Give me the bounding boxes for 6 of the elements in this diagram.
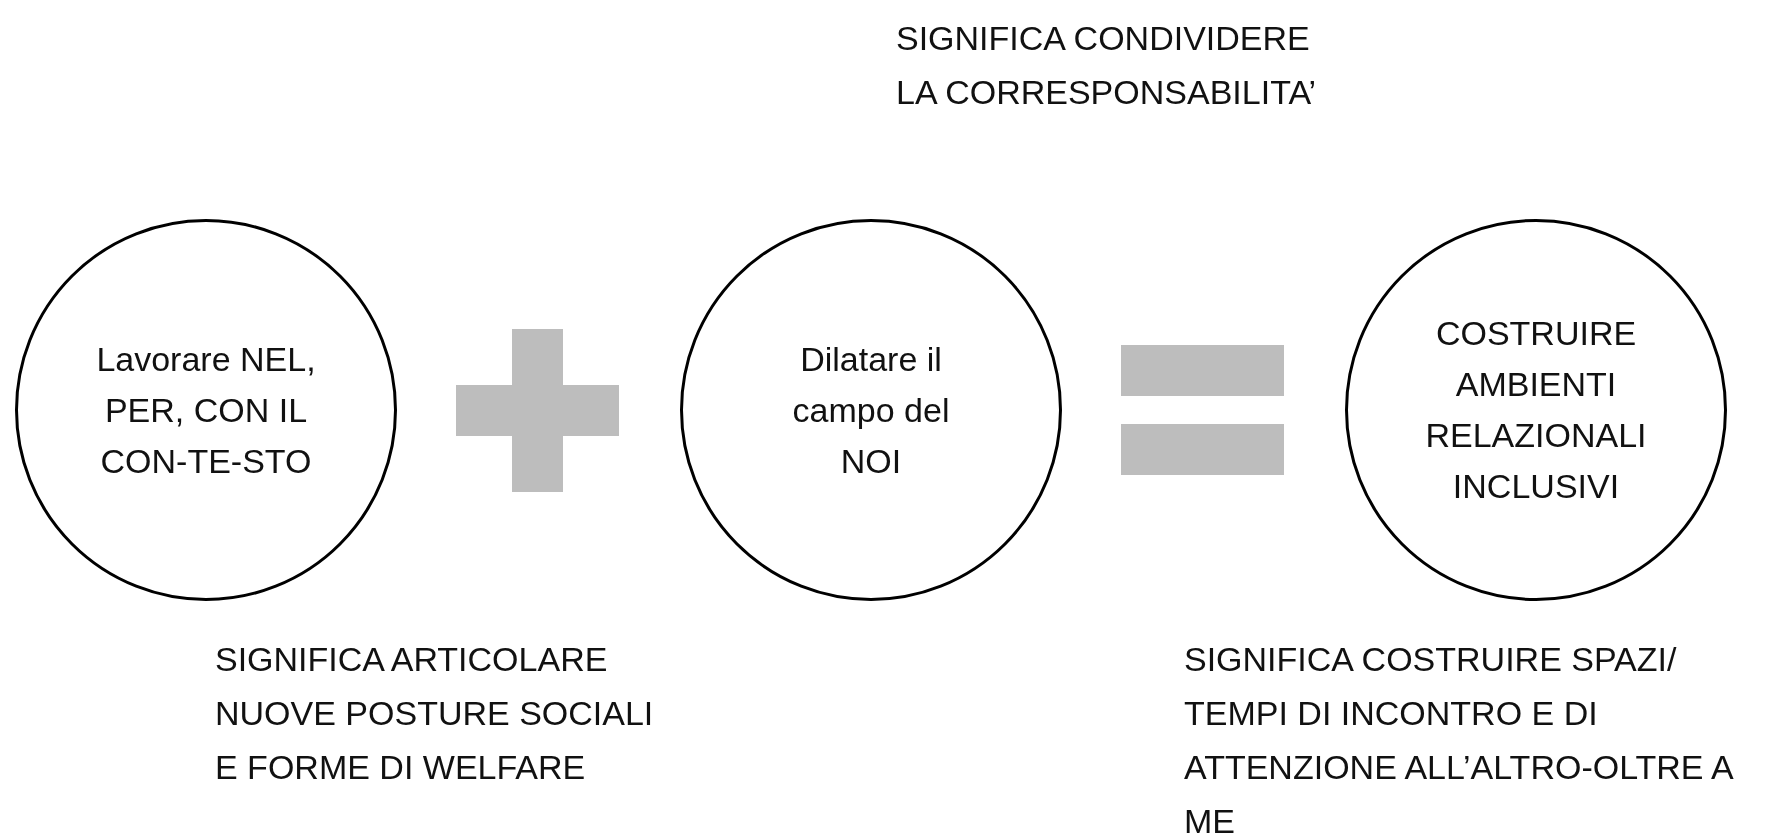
caption-text: SIGNIFICA ARTICOLARE NUOVE POSTURE SOCIALI E FORME DI WELFARE: [215, 639, 655, 788]
caption-text: SIGNIFICA CONDIVIDERE LA CORRESPONSABILITA’: [896, 18, 1318, 113]
caption-text: SIGNIFICA COSTRUIRE SPAZI/ TEMPI DI INCONTRO E DI ATTENZIONE ALL’ALTRO-OLTRE A ME: [1184, 639, 1734, 838]
node-label: COSTRUIRE AMBIENTI RELAZIONALI INCLUSIVI: [1424, 313, 1648, 507]
node-label: Lavorare NEL, PER, CON IL CON-TE-STO: [95, 338, 317, 482]
node-label: Dilatare il campo del NOI: [791, 338, 951, 482]
